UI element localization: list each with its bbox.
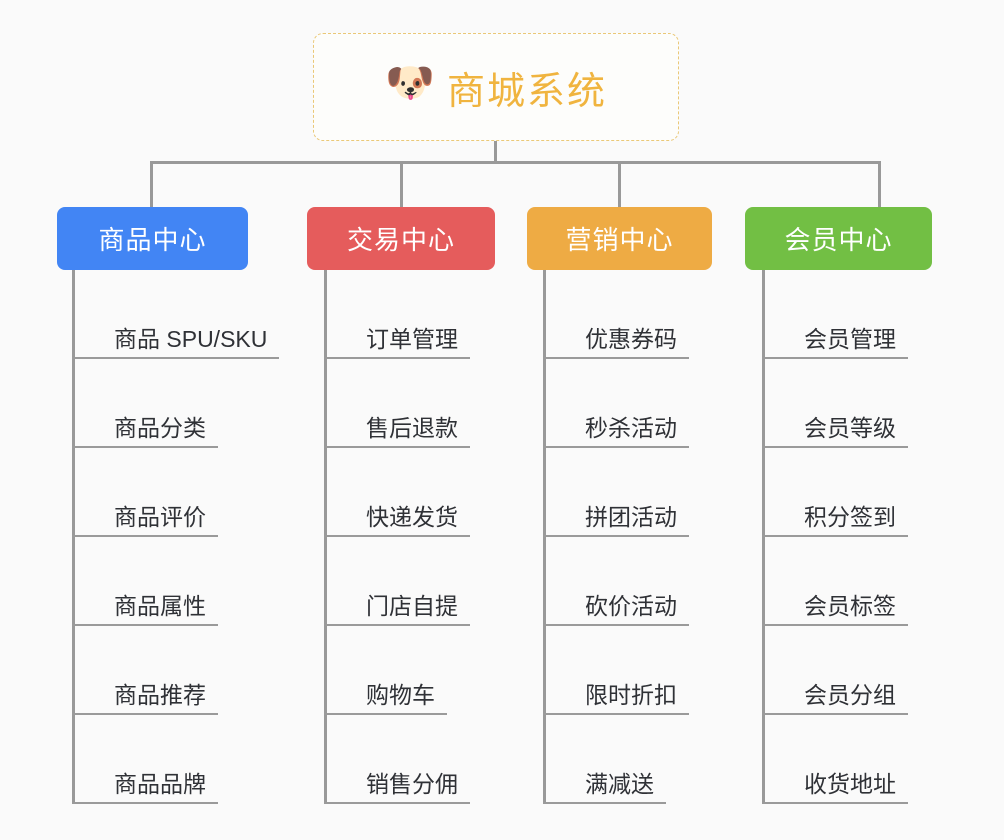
leaf-underline xyxy=(72,446,218,448)
leaf-item-label: 销售分佣 xyxy=(366,771,458,797)
leaf-underline xyxy=(72,713,218,715)
leaf-underline xyxy=(324,624,470,626)
category-box-product-center[interactable]: 商品中心 xyxy=(57,207,248,270)
leaf-item-label: 拼团活动 xyxy=(585,504,677,530)
leaf-item[interactable]: 商品推荐 xyxy=(72,626,267,715)
leaf-underline xyxy=(543,357,689,359)
leaf-item[interactable]: 优惠券码 xyxy=(543,270,689,359)
leaf-item-label: 售后退款 xyxy=(366,415,458,441)
category-label: 商品中心 xyxy=(98,225,207,255)
category-box-transaction-center[interactable]: 交易中心 xyxy=(307,207,495,270)
leaf-underline xyxy=(72,535,218,537)
leaf-item[interactable]: 满减送 xyxy=(543,715,677,804)
leaf-underline xyxy=(543,535,689,537)
leaf-column-transaction-center: 订单管理 售后退款 快递发货 门店自提 购物车 销售分佣 xyxy=(324,270,470,804)
leaf-item-label: 会员管理 xyxy=(804,326,896,352)
leaf-item-label: 门店自提 xyxy=(366,593,458,619)
leaf-item[interactable]: 商品评价 xyxy=(72,448,267,537)
leaf-underline xyxy=(762,624,908,626)
leaf-item[interactable]: 会员标签 xyxy=(762,537,908,626)
leaf-underline xyxy=(324,713,447,715)
connector-drop-2 xyxy=(400,161,403,208)
leaf-item[interactable]: 会员分组 xyxy=(762,626,908,715)
leaf-underline xyxy=(324,535,470,537)
leaf-column-marketing-center: 优惠券码 秒杀活动 拼团活动 砍价活动 限时折扣 满减送 xyxy=(543,270,689,804)
leaf-item-label: 会员标签 xyxy=(804,593,896,619)
category-box-marketing-center[interactable]: 营销中心 xyxy=(527,207,712,270)
leaf-underline xyxy=(324,802,470,804)
leaf-item[interactable]: 商品属性 xyxy=(72,537,267,626)
leaf-item-label: 限时折扣 xyxy=(585,682,677,708)
leaf-item-label: 秒杀活动 xyxy=(585,415,677,441)
leaf-item[interactable]: 售后退款 xyxy=(324,359,470,448)
leaf-item[interactable]: 收货地址 xyxy=(762,715,908,804)
leaf-underline xyxy=(324,357,470,359)
column-spine xyxy=(72,270,75,804)
leaf-underline xyxy=(543,446,689,448)
leaf-column-member-center: 会员管理 会员等级 积分签到 会员标签 会员分组 收货地址 xyxy=(762,270,908,804)
connector-drop-4 xyxy=(878,161,881,208)
leaf-item-label: 商品分类 xyxy=(114,415,206,441)
leaf-item[interactable]: 快递发货 xyxy=(324,448,470,537)
column-spine xyxy=(543,270,546,804)
category-box-member-center[interactable]: 会员中心 xyxy=(745,207,932,270)
leaf-underline xyxy=(543,624,689,626)
leaf-item[interactable]: 门店自提 xyxy=(324,537,470,626)
column-spine xyxy=(762,270,765,804)
leaf-item[interactable]: 商品分类 xyxy=(72,359,267,448)
category-label: 会员中心 xyxy=(784,225,893,255)
connector-root-stem xyxy=(494,141,497,163)
leaf-underline xyxy=(543,713,689,715)
leaf-item[interactable]: 限时折扣 xyxy=(543,626,689,715)
leaf-item-label: 积分签到 xyxy=(804,504,896,530)
leaf-underline xyxy=(762,535,908,537)
leaf-column-product-center: 商品 SPU/SKU 商品分类 商品评价 商品属性 商品推荐 商品品牌 xyxy=(72,270,279,804)
leaf-item[interactable]: 砍价活动 xyxy=(543,537,689,626)
leaf-item-label: 满减送 xyxy=(585,771,654,797)
leaf-underline xyxy=(543,802,666,804)
leaf-item-label: 会员分组 xyxy=(804,682,896,708)
leaf-underline xyxy=(72,357,279,359)
leaf-item-label: 收货地址 xyxy=(804,771,896,797)
leaf-item[interactable]: 秒杀活动 xyxy=(543,359,689,448)
connector-horizontal-bus xyxy=(150,161,881,164)
leaf-item-label: 会员等级 xyxy=(804,415,896,441)
leaf-underline xyxy=(762,446,908,448)
leaf-item[interactable]: 销售分佣 xyxy=(324,715,470,804)
category-label: 交易中心 xyxy=(346,225,455,255)
leaf-item-label: 商品品牌 xyxy=(114,771,206,797)
leaf-item[interactable]: 订单管理 xyxy=(324,270,470,359)
leaf-underline xyxy=(72,802,218,804)
leaf-item[interactable]: 商品 SPU/SKU xyxy=(72,270,279,359)
leaf-item-label: 优惠券码 xyxy=(585,326,677,352)
category-label: 营销中心 xyxy=(565,225,674,255)
leaf-underline xyxy=(72,624,218,626)
connector-drop-3 xyxy=(618,161,621,208)
leaf-underline xyxy=(762,357,908,359)
connector-drop-1 xyxy=(150,161,153,208)
leaf-item-label: 商品属性 xyxy=(114,593,206,619)
leaf-item-label: 快递发货 xyxy=(366,504,458,530)
root-node-title: 商城系统 xyxy=(446,70,607,113)
leaf-item-label: 商品推荐 xyxy=(114,682,206,708)
root-node-mall-system[interactable]: 🐶 商城系统 xyxy=(313,33,679,141)
leaf-underline xyxy=(762,713,908,715)
shiba-dog-face-icon: 🐶 xyxy=(384,61,435,105)
leaf-item-label: 商品评价 xyxy=(114,504,206,530)
leaf-item-label: 砍价活动 xyxy=(585,593,677,619)
column-spine xyxy=(324,270,327,804)
leaf-item[interactable]: 会员管理 xyxy=(762,270,908,359)
leaf-underline xyxy=(762,802,908,804)
leaf-item-label: 订单管理 xyxy=(366,326,458,352)
leaf-item[interactable]: 会员等级 xyxy=(762,359,908,448)
leaf-item-label: 商品 SPU/SKU xyxy=(114,326,268,352)
leaf-item-label: 购物车 xyxy=(366,682,435,708)
leaf-item[interactable]: 购物车 xyxy=(324,626,458,715)
leaf-item[interactable]: 商品品牌 xyxy=(72,715,267,804)
leaf-item[interactable]: 拼团活动 xyxy=(543,448,689,537)
leaf-item[interactable]: 积分签到 xyxy=(762,448,908,537)
leaf-underline xyxy=(324,446,470,448)
